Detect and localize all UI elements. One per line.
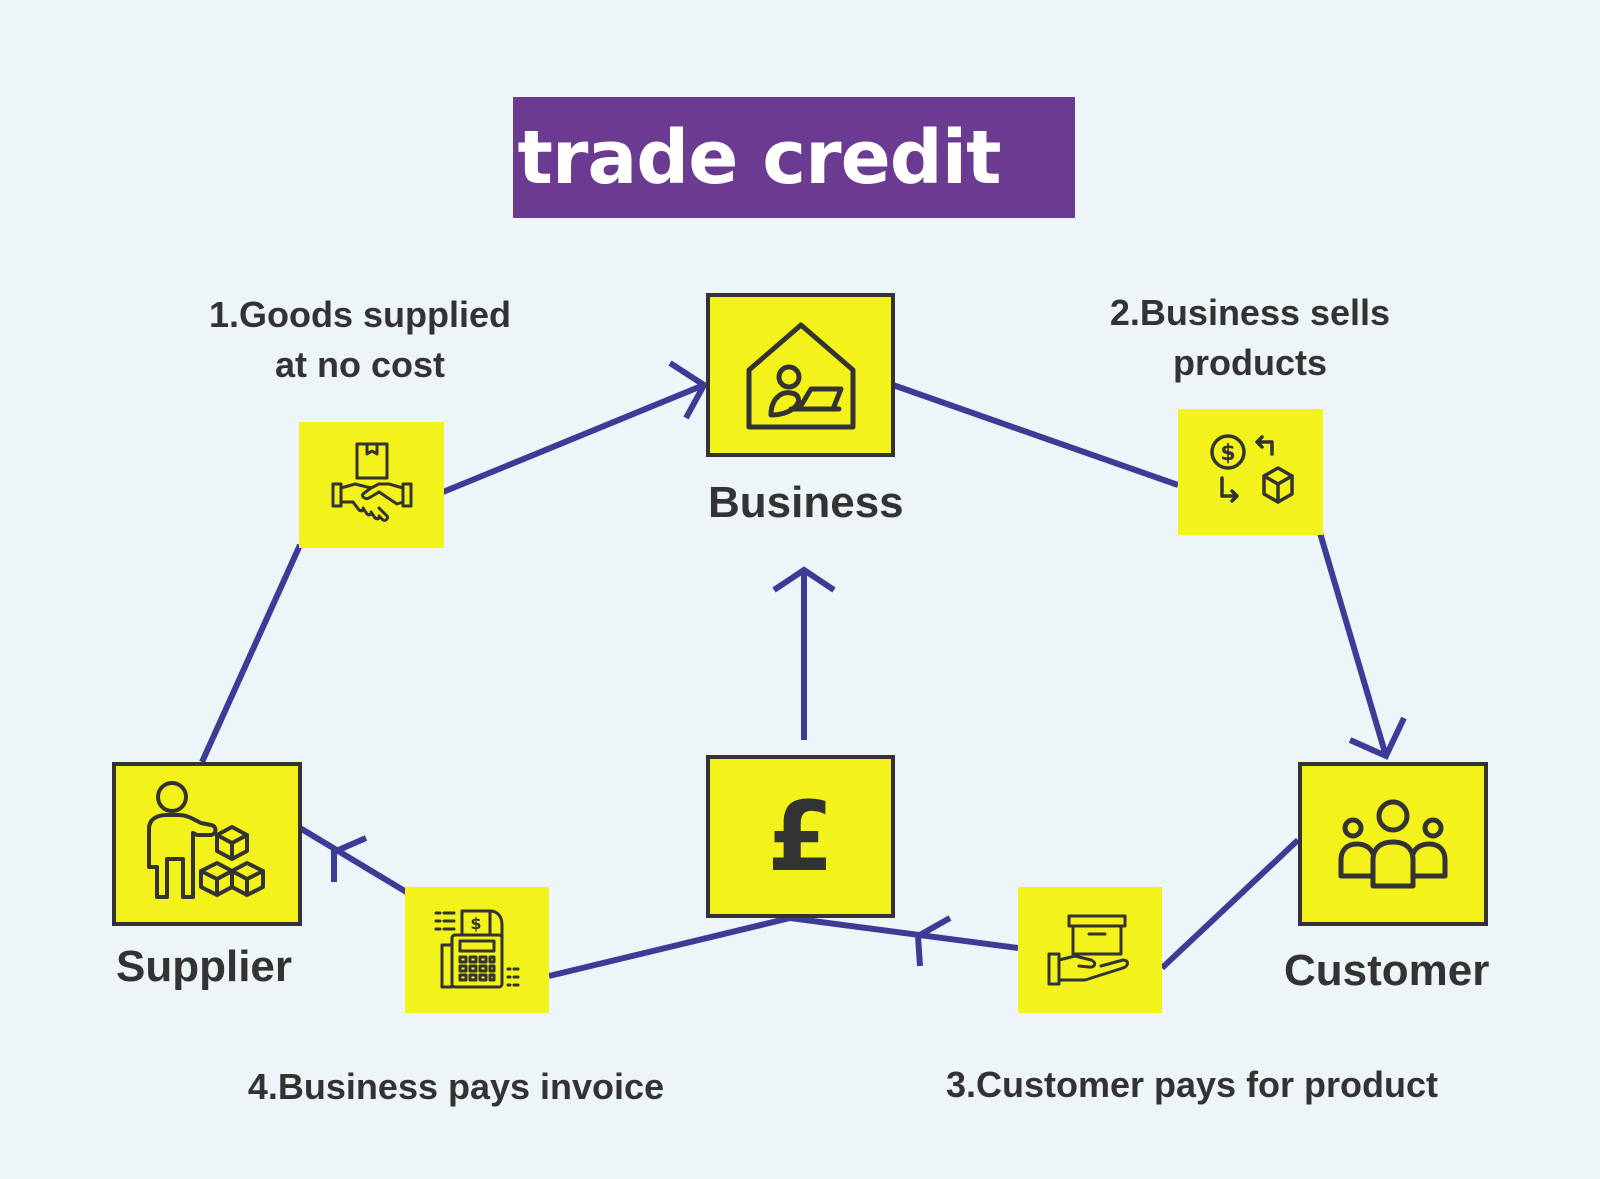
- connector-step2-to-customer: [1317, 532, 1389, 757]
- step3-label: 3.Customer pays for product: [936, 1060, 1448, 1110]
- hand-holding-box-icon: [1047, 914, 1129, 986]
- group-of-people-icon: [1338, 799, 1448, 889]
- supplier-label: Supplier: [116, 942, 293, 991]
- svg-text:$: $: [470, 914, 481, 933]
- person-with-boxes-icon: [147, 781, 265, 899]
- step2-icon-box: $: [1178, 409, 1323, 535]
- arrowhead-to-business: [668, 360, 708, 420]
- supplier-node: [112, 762, 302, 926]
- connector-step3-to-junction: [789, 915, 1019, 951]
- house-person-laptop-icon: [746, 322, 855, 430]
- step2-label: 2.Business sells products: [1090, 288, 1410, 388]
- step1-label: 1.Goods supplied at no cost: [190, 290, 530, 390]
- connector-junction-to-step4: [548, 915, 791, 979]
- customer-label: Customer: [1284, 946, 1490, 995]
- step4-label-line1: 4.Business pays invoice: [247, 1066, 665, 1107]
- business-label: Business: [708, 478, 904, 527]
- customer-node: [1298, 762, 1488, 926]
- step4-label: 4.Business pays invoice: [236, 1062, 676, 1112]
- title-banner: trade credit: [513, 97, 1075, 218]
- arrowhead-left-bottom: [914, 915, 952, 967]
- step1-label-line1: 1.Goods supplied: [208, 294, 512, 335]
- payment-terminal-icon: $: [434, 909, 520, 989]
- money-box-exchange-icon: $: [1209, 434, 1294, 504]
- step2-label-line1: 2.Business sells: [1109, 292, 1391, 333]
- step1-icon-box: [299, 422, 444, 548]
- diagram-title: trade credit: [517, 114, 1002, 201]
- connector-business-to-step2: [892, 382, 1179, 488]
- connector-supplier-to-step1: [199, 543, 303, 764]
- money-node: £: [706, 755, 895, 918]
- step1-label-line2: at no cost: [274, 344, 445, 385]
- svg-text:$: $: [1220, 441, 1235, 466]
- business-node: [706, 293, 895, 457]
- step3-icon-box: [1018, 887, 1162, 1013]
- connector-step4-to-supplier: [298, 825, 410, 896]
- step2-label-line2: products: [1172, 342, 1327, 383]
- arrowhead-up-to-business: [772, 566, 836, 593]
- connector-step1-to-business: [441, 382, 706, 495]
- connector-customer-to-step3: [1159, 837, 1301, 971]
- step4-icon-box: $: [405, 887, 549, 1013]
- pound-sign-icon: £: [767, 780, 834, 893]
- arrowhead-to-supplier: [331, 835, 368, 882]
- arrowhead-to-customer: [1348, 716, 1407, 760]
- handshake-box-icon: [331, 442, 412, 522]
- step3-label-line1: 3.Customer pays for product: [945, 1064, 1439, 1105]
